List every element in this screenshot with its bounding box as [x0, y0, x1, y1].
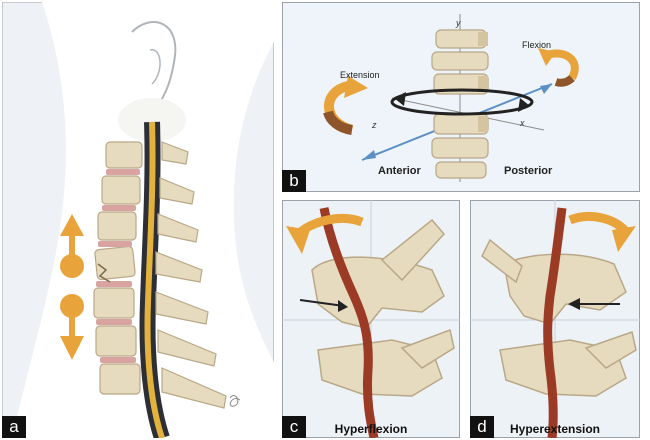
- panel-c-hyperflexion: Hyperflexion c: [282, 200, 460, 438]
- axis-z-label: z: [371, 120, 377, 130]
- panel-b-label: b: [282, 170, 306, 192]
- hyperextension-illustration: [470, 200, 640, 438]
- extension-label: Extension: [340, 70, 380, 80]
- anterior-label: Anterior: [378, 165, 422, 177]
- motion-axes-illustration: y z x Extension Flexion Anterior Posteri…: [282, 2, 640, 192]
- panel-d-hyperextension: Hyperextension d: [470, 200, 640, 438]
- axis-x-label: x: [519, 118, 525, 128]
- hyperextension-caption: Hyperextension: [470, 422, 640, 436]
- panel-a-label: a: [2, 416, 26, 438]
- hyperflexion-caption: Hyperflexion: [282, 422, 460, 436]
- panel-a-cervical-spine: a: [2, 2, 274, 438]
- axis-y-label: y: [455, 18, 461, 28]
- panel-c-label: c: [282, 416, 306, 438]
- flexion-label: Flexion: [522, 40, 551, 50]
- cervical-spine-illustration: [2, 2, 274, 438]
- hyperflexion-illustration: [282, 200, 460, 438]
- panel-b-motion-axes: y z x Extension Flexion Anterior Posteri…: [282, 2, 640, 192]
- panel-d-label: d: [470, 416, 494, 438]
- posterior-label: Posterior: [504, 165, 553, 177]
